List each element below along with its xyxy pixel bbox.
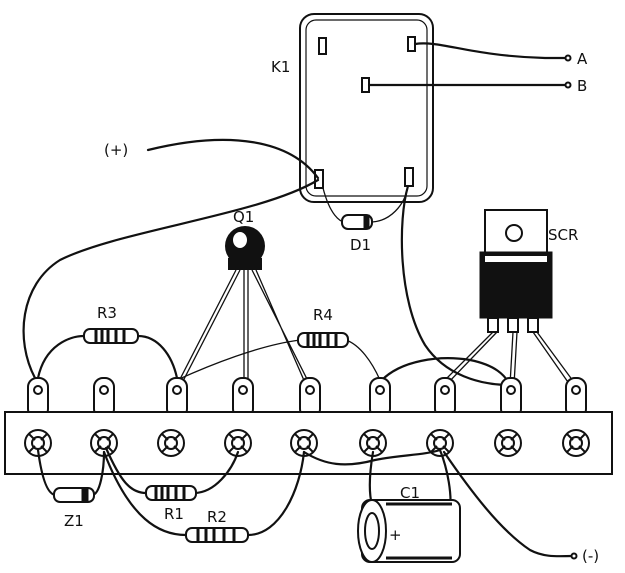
relay-label: K1 bbox=[271, 58, 290, 76]
capacitor-leads bbox=[302, 448, 574, 558]
resistor-r2 bbox=[185, 527, 249, 543]
screw-terminal bbox=[24, 429, 52, 457]
transistor-label: Q1 bbox=[233, 208, 254, 226]
screw-terminal bbox=[224, 429, 252, 457]
solder-lug bbox=[299, 377, 321, 419]
diode-d1 bbox=[341, 214, 373, 230]
zener-z1 bbox=[53, 487, 95, 503]
screw-terminal bbox=[290, 429, 318, 457]
r3-leads bbox=[36, 334, 179, 380]
transistor-legs bbox=[176, 269, 311, 386]
relay-pin bbox=[318, 37, 327, 55]
positive-label: (+) bbox=[104, 141, 128, 159]
wire-to-a bbox=[413, 42, 568, 60]
solder-lug bbox=[500, 377, 522, 419]
negative-label: (-) bbox=[582, 547, 599, 565]
r3-label: R3 bbox=[97, 304, 117, 322]
screw-terminal bbox=[494, 429, 522, 457]
screw-terminal bbox=[359, 429, 387, 457]
wire-lug6-lug8 bbox=[378, 357, 512, 387]
terminal-strip bbox=[4, 411, 613, 475]
r2-label: R2 bbox=[207, 508, 227, 526]
scr-label: SCR bbox=[548, 226, 578, 244]
terminal-b-end bbox=[564, 81, 572, 89]
r4-leads bbox=[176, 339, 381, 381]
terminal-a-end bbox=[564, 54, 572, 62]
terminal-a-label: A bbox=[577, 50, 588, 68]
r2-leads bbox=[102, 450, 306, 537]
capacitor-c1 bbox=[357, 499, 461, 563]
screw-terminal bbox=[90, 429, 118, 457]
r4-label: R4 bbox=[313, 306, 333, 324]
resistor-r3 bbox=[83, 328, 139, 344]
wire-positive bbox=[146, 138, 320, 180]
diode-label: D1 bbox=[350, 236, 371, 254]
r1-label: R1 bbox=[164, 505, 184, 523]
solder-lug bbox=[565, 377, 587, 419]
solder-lug bbox=[232, 377, 254, 419]
resistor-r1 bbox=[145, 485, 197, 501]
relay-pin bbox=[314, 169, 324, 189]
screw-terminal bbox=[157, 429, 185, 457]
solder-lugs bbox=[27, 377, 587, 419]
capacitor-label: C1 bbox=[400, 484, 420, 502]
negative-lead-end bbox=[570, 552, 578, 560]
relay-k1 bbox=[299, 13, 434, 203]
transistor-q1 bbox=[225, 226, 265, 270]
zener-label: Z1 bbox=[64, 512, 84, 530]
wire-relay-to-scr bbox=[400, 184, 512, 387]
screw-terminal bbox=[562, 429, 590, 457]
capacitor-polarity-mark: + bbox=[389, 526, 402, 544]
wire-relay-to-lug1 bbox=[22, 178, 320, 380]
r1-leads bbox=[104, 446, 240, 495]
scr-thyristor bbox=[479, 209, 553, 333]
terminal-b-label: B bbox=[577, 77, 587, 95]
solder-lug bbox=[434, 377, 456, 419]
relay-pin bbox=[404, 167, 414, 187]
solder-lug bbox=[93, 377, 115, 419]
resistor-r4 bbox=[297, 332, 349, 348]
